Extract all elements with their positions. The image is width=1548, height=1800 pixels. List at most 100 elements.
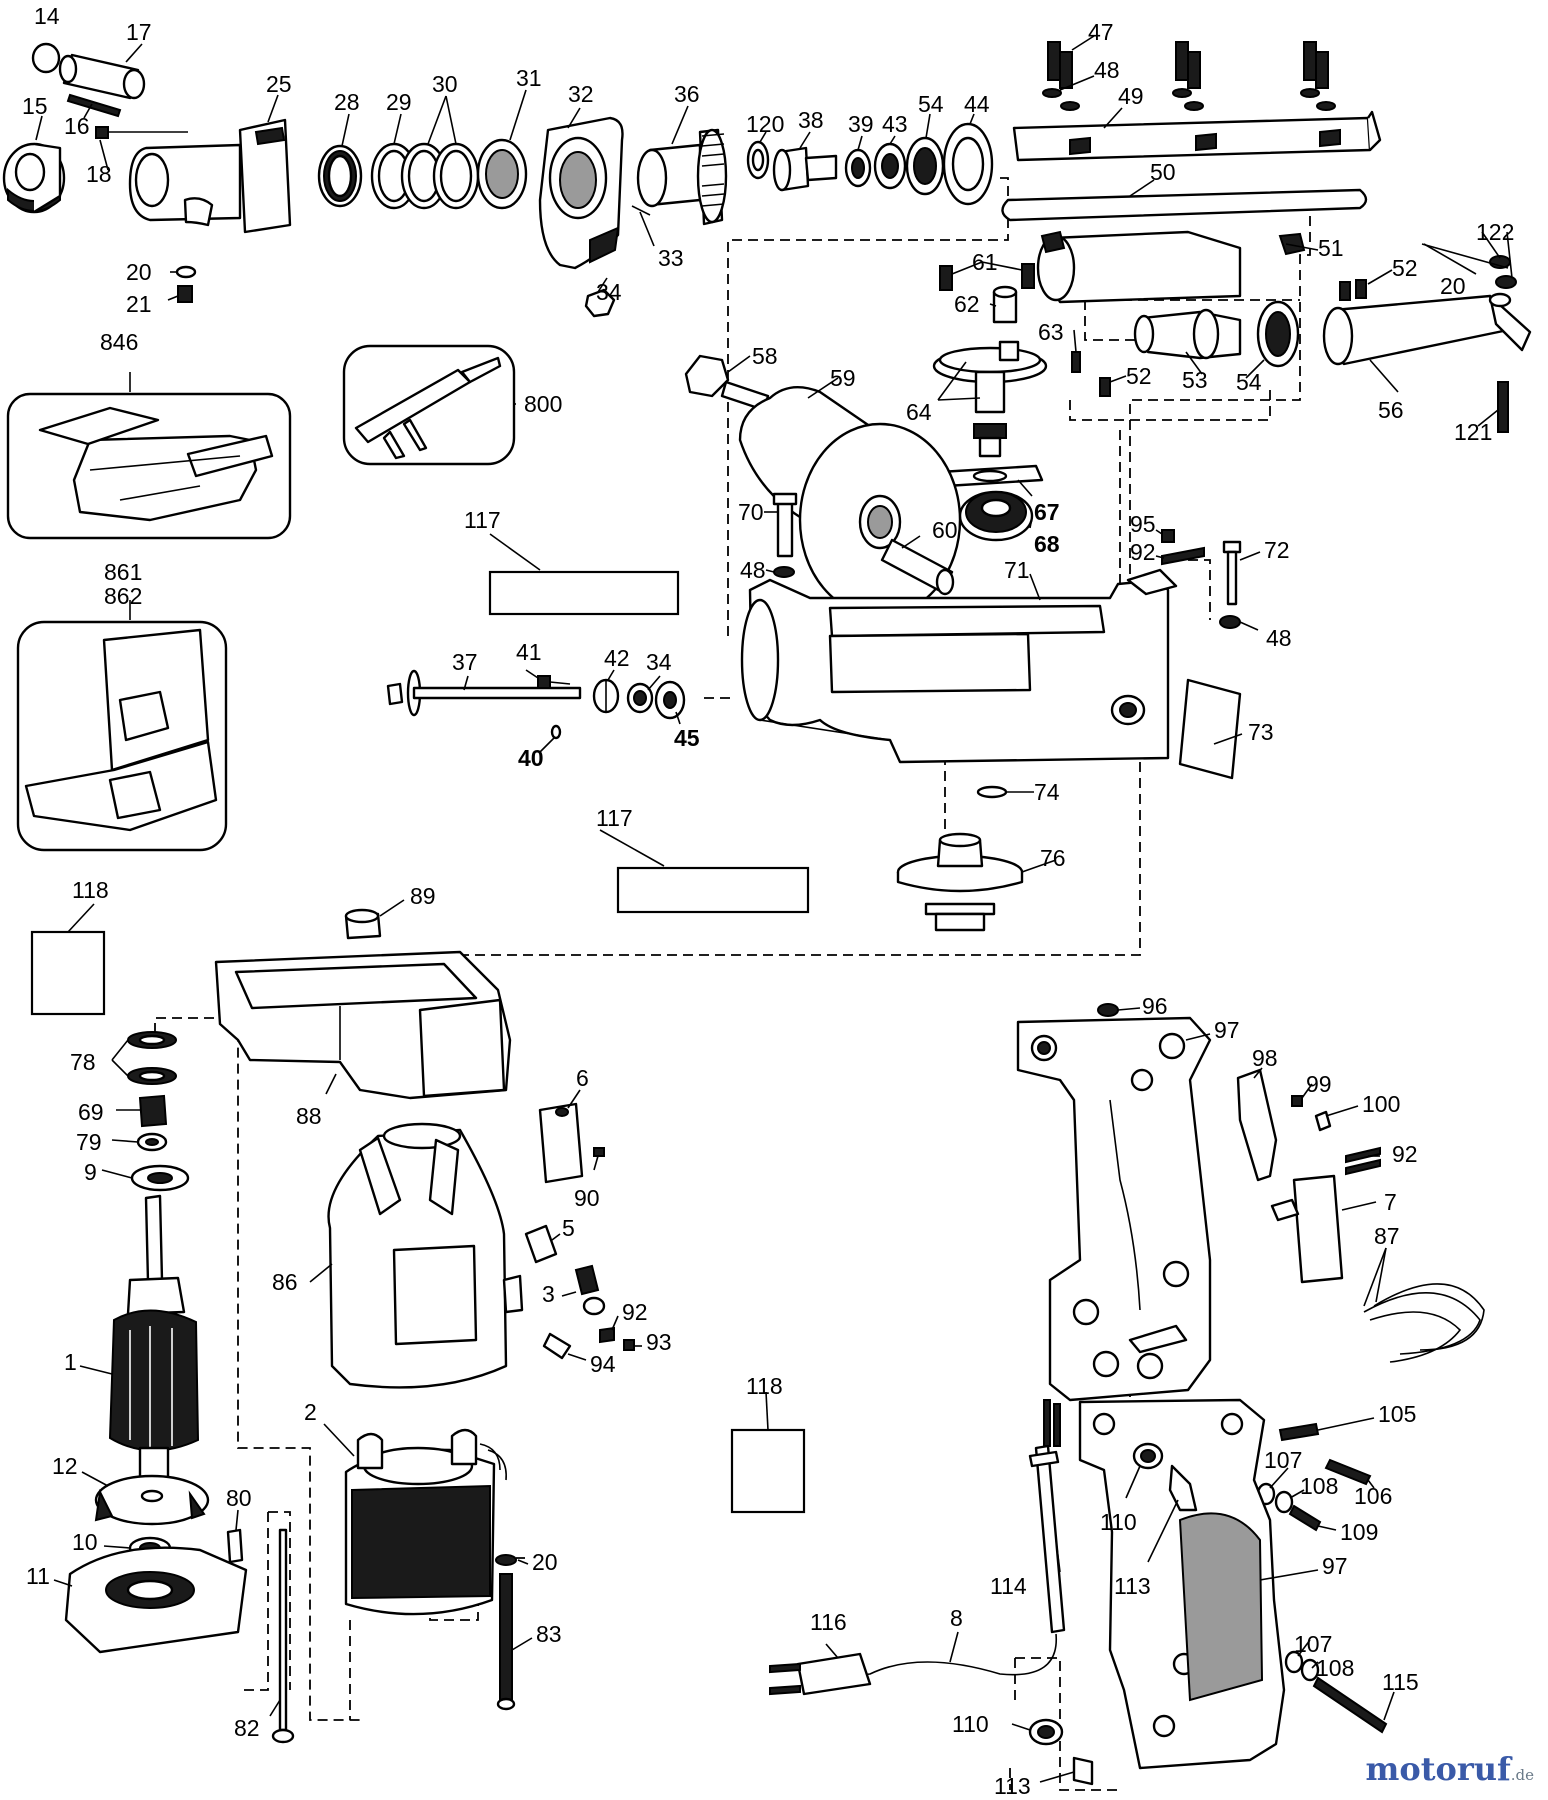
leader-lines [35, 35, 1513, 1783]
part-121-screw [1497, 381, 1509, 433]
label-12: 12 [52, 1453, 78, 1479]
part-69-pinion [138, 1094, 168, 1128]
label-109: 109 [1340, 1519, 1378, 1545]
part-68-bearing [958, 490, 1034, 542]
label-800: 800 [524, 391, 562, 417]
part-labels: 14 17 15 16 18 25 20 21 28 29 30 31 32 3… [22, 3, 1514, 1799]
label-30: 30 [432, 71, 458, 97]
label-105: 105 [1378, 1401, 1416, 1427]
label-60: 60 [932, 517, 958, 543]
label-89: 89 [410, 883, 436, 909]
label-71: 71 [1004, 557, 1030, 583]
part-2-field [344, 1428, 507, 1616]
label-115: 115 [1382, 1669, 1419, 1695]
part-51-cylinder [1036, 230, 1306, 304]
part-113-screw-b [1072, 1756, 1094, 1786]
part-11-baffle [64, 1546, 248, 1654]
part-80-brush [226, 1528, 244, 1564]
label-92a: 92 [1130, 539, 1156, 565]
part-120-washer [746, 140, 770, 180]
part-72-bolt [1222, 540, 1242, 606]
label-36: 36 [674, 81, 700, 107]
label-1: 1 [64, 1349, 77, 1375]
label-862: 862 [104, 583, 142, 609]
part-92-clip-b [599, 1326, 615, 1344]
label-10: 10 [72, 1529, 98, 1555]
part-846-tool-box [6, 392, 292, 540]
part-92-clip [1161, 546, 1205, 566]
part-6-plate [538, 1102, 584, 1184]
part-28-ring [317, 144, 363, 208]
part-82-screw [271, 1528, 295, 1744]
label-76: 76 [1040, 845, 1066, 871]
label-82: 82 [234, 1715, 260, 1741]
label-846: 846 [100, 329, 138, 355]
part-861-862-case [16, 620, 228, 852]
part-90-screw [593, 1147, 605, 1157]
assembly-guide-lines [154, 177, 1311, 1791]
label-39: 39 [848, 111, 874, 137]
label-96: 96 [1142, 993, 1168, 1019]
label-5: 5 [562, 1215, 575, 1241]
part-16-pin [66, 93, 122, 118]
label-61: 61 [972, 249, 998, 275]
part-110-grommet-b [1028, 1718, 1064, 1746]
label-107a: 107 [1264, 1447, 1302, 1473]
label-34b: 34 [646, 649, 672, 675]
part-54-bearing [905, 136, 945, 196]
label-32: 32 [568, 81, 594, 107]
part-110-grommet-a [1132, 1442, 1164, 1470]
label-97a: 97 [1214, 1017, 1240, 1043]
part-25-housing [128, 118, 292, 234]
part-97-handle-half-a [1016, 1016, 1212, 1402]
label-108a: 108 [1300, 1473, 1338, 1499]
part-1-armature [108, 1194, 200, 1482]
part-44-bushing [942, 122, 994, 206]
label-53: 53 [1182, 367, 1208, 393]
part-62-bushing [992, 285, 1018, 324]
part-56-tube [1322, 294, 1532, 366]
label-16: 16 [64, 113, 90, 139]
part-48-washer-b [773, 566, 795, 578]
label-48c: 48 [1266, 625, 1292, 651]
label-113a: 113 [1114, 1573, 1151, 1599]
part-63-screw [1071, 351, 1081, 373]
part-60-stud [880, 538, 955, 596]
part-32-nose-housing [538, 116, 624, 270]
part-52-screws [1099, 279, 1367, 397]
label-92b: 92 [622, 1299, 648, 1325]
part-42-cam [592, 678, 620, 714]
label-11: 11 [26, 1563, 50, 1589]
part-20-washer [175, 265, 197, 279]
part-109-screw [1288, 1504, 1322, 1532]
part-115-screw [1312, 1676, 1388, 1734]
label-88: 88 [296, 1103, 322, 1129]
part-45-gear [654, 680, 686, 720]
label-40: 40 [518, 745, 544, 771]
label-122: 122 [1476, 219, 1514, 245]
label-50: 50 [1150, 159, 1176, 185]
label-48b: 48 [740, 557, 766, 583]
part-122-washers [1488, 255, 1517, 308]
part-108-washer-a [1274, 1490, 1294, 1514]
label-79: 79 [76, 1129, 102, 1155]
part-79-bearing [136, 1132, 168, 1152]
label-116: 116 [810, 1609, 847, 1635]
watermark-suffix: .de [1510, 1766, 1534, 1784]
part-94-screw [542, 1332, 572, 1360]
part-107-washer-b [1284, 1650, 1304, 1674]
label-100: 100 [1362, 1091, 1400, 1117]
label-861: 861 [104, 559, 142, 585]
label-113b: 113 [994, 1773, 1031, 1799]
label-3: 3 [542, 1281, 555, 1307]
part-34-nut [584, 288, 616, 318]
part-48-washer-c [1219, 615, 1241, 629]
label-6: 6 [576, 1065, 589, 1091]
label-42: 42 [604, 645, 630, 671]
label-8: 8 [950, 1605, 963, 1631]
watermark-logo: motoruf.de [1366, 1750, 1534, 1788]
label-43: 43 [882, 111, 908, 137]
label-74: 74 [1034, 779, 1060, 805]
label-106: 106 [1354, 1483, 1392, 1509]
part-99-screw [1291, 1095, 1303, 1107]
